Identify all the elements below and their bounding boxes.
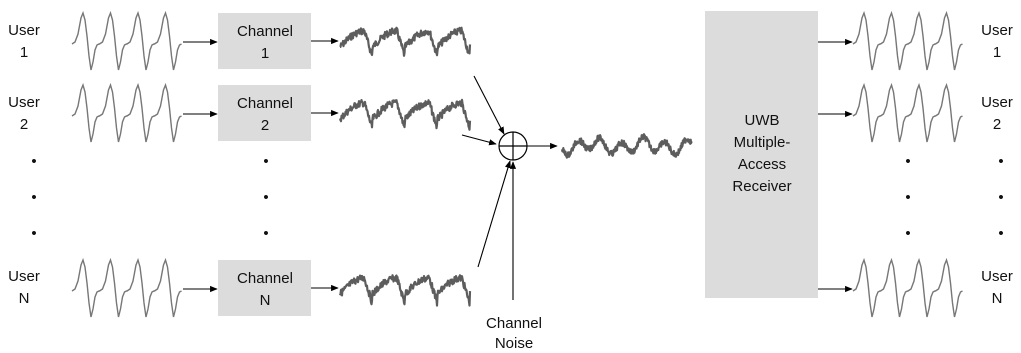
distorted-signal-n xyxy=(338,274,472,307)
input-user-2-label: User xyxy=(8,94,40,111)
distorted-signal-2 xyxy=(338,98,472,131)
output-user-ellipsis-dot: • xyxy=(998,225,1003,242)
channel-2-number: 2 xyxy=(261,117,269,134)
input-user-n-label: User xyxy=(8,268,40,285)
input-user-1-number: 1 xyxy=(20,44,28,61)
channel-1-box: Channel 1 xyxy=(218,13,311,69)
output-user-ellipsis-dot: • xyxy=(998,189,1003,206)
arrow-signal-n-to-sum xyxy=(477,160,511,268)
input-pulse-train-n xyxy=(71,257,182,318)
uwb-receiver-box: UWB Multiple- Access Receiver xyxy=(705,11,818,298)
arrow-signal-1-to-sum xyxy=(473,75,505,135)
channel-2-box: Channel 2 xyxy=(218,85,311,141)
channel-ellipsis-dot: • xyxy=(263,189,268,206)
output-pulse-train-1 xyxy=(852,10,963,71)
receiver-label-line1: UWB xyxy=(745,112,780,129)
channel-1-number: 1 xyxy=(261,45,269,62)
output-ellipsis-dot: • xyxy=(905,153,910,170)
input-ellipsis-dot: • xyxy=(31,225,36,242)
input-ellipsis-dot: • xyxy=(31,189,36,206)
arrow-signal-2-to-sum xyxy=(461,134,497,146)
output-user-ellipsis-dot: • xyxy=(998,153,1003,170)
channel-n-box: Channel N xyxy=(218,260,311,316)
receiver-label-line4: Receiver xyxy=(732,178,791,195)
noise-label-line2: Noise xyxy=(495,335,533,352)
channel-2-label: Channel xyxy=(237,95,293,112)
channel-ellipsis-dot: • xyxy=(263,153,268,170)
output-user-2-label: User xyxy=(981,94,1013,111)
output-pulse-train-2 xyxy=(852,82,963,143)
distorted-signal-1 xyxy=(339,26,472,57)
input-user-n-number: N xyxy=(19,290,30,307)
receiver-label-line2: Multiple- xyxy=(734,134,791,151)
circle-plus-icon xyxy=(498,131,528,161)
channel-ellipsis-dot: • xyxy=(263,225,268,242)
output-user-2-number: 2 xyxy=(993,116,1001,133)
input-user-2-number: 2 xyxy=(20,116,28,133)
output-pulse-train-n xyxy=(852,257,963,318)
output-user-1-label: User xyxy=(981,22,1013,39)
noise-label-line1: Channel xyxy=(486,315,542,332)
input-user-1-label: User xyxy=(8,22,40,39)
input-pulse-train-2 xyxy=(71,82,182,143)
output-ellipsis-dot: • xyxy=(905,189,910,206)
input-pulse-train-1 xyxy=(71,10,182,71)
output-user-n-number: N xyxy=(992,290,1003,307)
channel-n-number: N xyxy=(260,292,271,309)
combined-received-signal xyxy=(560,133,693,159)
receiver-label-line3: Access xyxy=(738,156,786,173)
channel-1-label: Channel xyxy=(237,23,293,40)
output-user-1-number: 1 xyxy=(993,44,1001,61)
output-ellipsis-dot: • xyxy=(905,225,910,242)
channel-n-label: Channel xyxy=(237,270,293,287)
input-ellipsis-dot: • xyxy=(31,153,36,170)
output-user-n-label: User xyxy=(981,268,1013,285)
